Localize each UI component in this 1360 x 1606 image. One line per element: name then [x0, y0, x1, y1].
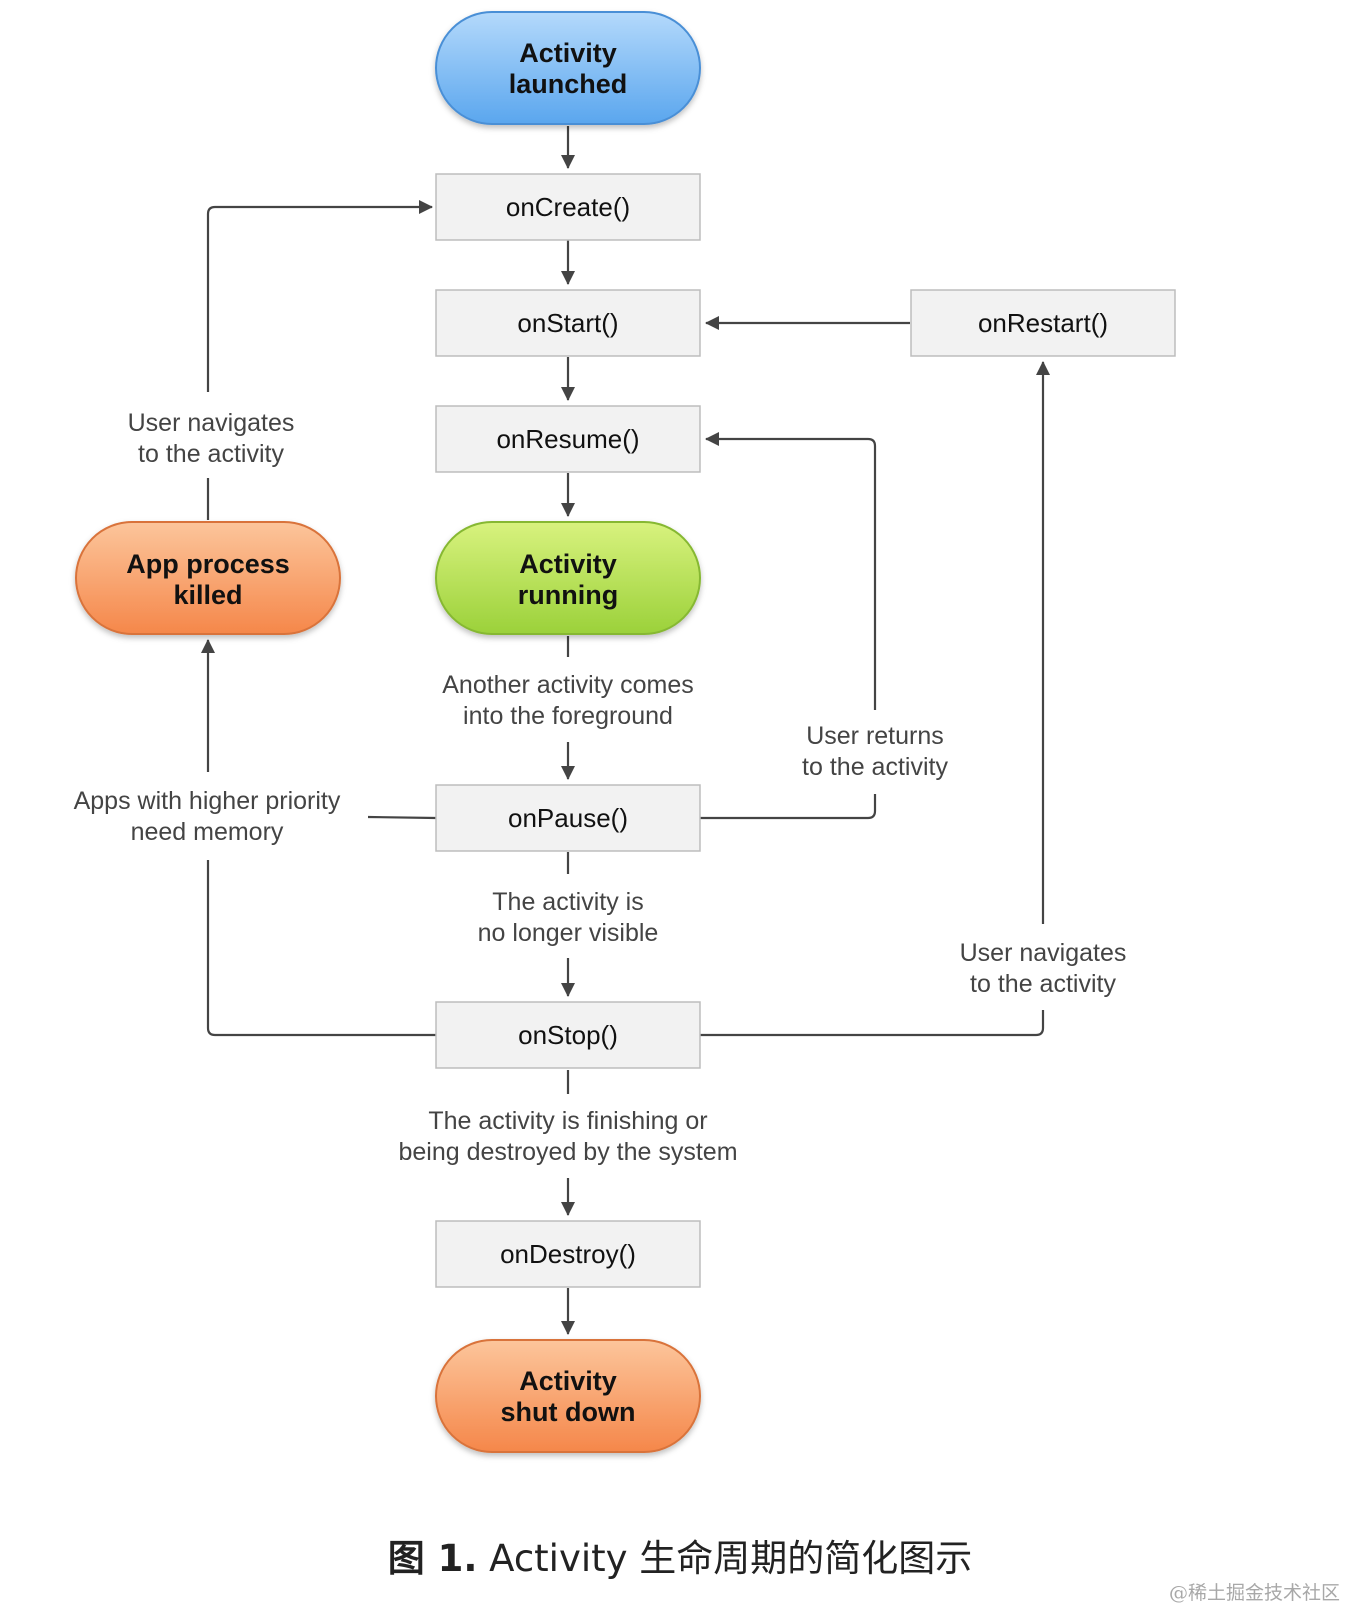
- app-process-killed-line2: killed: [173, 580, 242, 610]
- user-returns-line2: to the activity: [802, 753, 948, 781]
- figure-number: 图 1.: [387, 1537, 478, 1580]
- user-navigates-right-line2: to the activity: [970, 970, 1116, 998]
- figure-caption: 图 1. Activity 生命周期的简化图示: [0, 1528, 1360, 1582]
- ondestroy-label: onDestroy(): [500, 1239, 636, 1269]
- no-longer-visible-line1: The activity is: [492, 888, 643, 916]
- user-navigates-right-line1: User navigates: [960, 939, 1127, 967]
- user-returns-line1: User returns: [806, 722, 944, 750]
- edges: [201, 126, 1050, 1335]
- user-navigates-left-line2: to the activity: [138, 440, 284, 468]
- onresume-label: onResume(): [496, 424, 639, 454]
- onstart-label: onStart(): [517, 308, 618, 338]
- edge-onpause-to-onresume: [700, 794, 877, 820]
- app-process-killed-line1: App process: [126, 549, 290, 579]
- onpause-label: onPause(): [508, 803, 628, 833]
- edge-user-returns-to-onresume: [705, 432, 877, 710]
- another-activity-line1: Another activity comes: [442, 671, 694, 699]
- label-higher-priority: Apps with higher priority need memory: [74, 787, 341, 846]
- figure-caption-text: Activity 生命周期的简化图示: [489, 1537, 973, 1580]
- label-no-longer-visible: The activity is no longer visible: [478, 888, 659, 947]
- node-onstop: onStop(): [435, 1001, 701, 1069]
- node-activity-launched: Activity launched: [435, 11, 701, 125]
- onstop-label: onStop(): [518, 1020, 618, 1050]
- node-ondestroy: onDestroy(): [435, 1220, 701, 1288]
- activity-running-line2: running: [518, 580, 618, 610]
- activity-lifecycle-diagram: Activity launched App process killed Act…: [74, 11, 1176, 1453]
- activity-shut-down-line2: shut down: [501, 1397, 636, 1427]
- node-oncreate: onCreate(): [435, 173, 701, 241]
- label-finishing: The activity is finishing or being destr…: [398, 1107, 737, 1166]
- activity-launched-line1: Activity: [519, 38, 617, 68]
- finishing-line2: being destroyed by the system: [398, 1138, 737, 1166]
- oncreate-label: onCreate(): [506, 192, 630, 222]
- activity-shut-down-line1: Activity: [519, 1366, 617, 1396]
- edge-onstop-to-left-label: [206, 860, 436, 1037]
- node-activity-shut-down: Activity shut down: [435, 1339, 701, 1453]
- label-user-navigates-left: User navigates to the activity: [128, 409, 295, 468]
- user-navigates-left-line1: User navigates: [128, 409, 295, 437]
- label-another-activity: Another activity comes into the foregrou…: [442, 671, 694, 730]
- higher-priority-line1: Apps with higher priority: [74, 787, 341, 815]
- edge-onstop-to-right-label: [700, 1010, 1045, 1037]
- finishing-line1: The activity is finishing or: [428, 1107, 707, 1135]
- node-onpause: onPause(): [435, 784, 701, 852]
- activity-launched-line2: launched: [509, 69, 628, 99]
- label-user-navigates-right: User navigates to the activity: [960, 939, 1127, 998]
- higher-priority-line2: need memory: [131, 818, 284, 846]
- edge-onpause-to-priority-label: [367, 815, 437, 820]
- onrestart-label: onRestart(): [978, 308, 1108, 338]
- activity-running-line1: Activity: [519, 549, 617, 579]
- node-app-process-killed: App process killed: [75, 521, 341, 635]
- watermark: @稀土掘金技术社区: [1168, 1582, 1340, 1604]
- node-onrestart: onRestart(): [910, 289, 1176, 357]
- node-onstart: onStart(): [435, 289, 701, 357]
- label-user-returns: User returns to the activity: [802, 722, 948, 781]
- no-longer-visible-line2: no longer visible: [478, 919, 659, 947]
- node-onresume: onResume(): [435, 405, 701, 473]
- another-activity-line2: into the foreground: [463, 702, 673, 730]
- edge-left-nav-label-to-oncreate: [206, 200, 433, 392]
- node-activity-running: Activity running: [435, 521, 701, 635]
